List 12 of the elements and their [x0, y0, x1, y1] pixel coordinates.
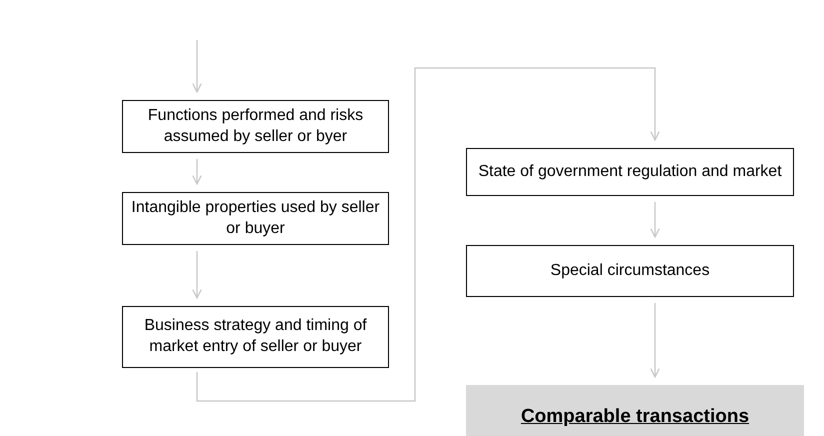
- process-box: Functions performed and risks assumed by seller or byer: [122, 100, 389, 153]
- arrow: [650, 303, 660, 378]
- arrow: [192, 40, 202, 93]
- result-box: Comparable transactions: [466, 385, 804, 436]
- arrow: [650, 202, 660, 238]
- process-box: Special circumstances: [466, 245, 794, 297]
- arrow: [192, 159, 202, 185]
- arrow: [196, 67, 660, 402]
- process-box: Intangible properties used by seller or buyer: [122, 192, 389, 245]
- arrow: [192, 251, 202, 299]
- process-box: Business strategy and timing of market entry of seller or buyer: [122, 306, 389, 368]
- process-box: State of government regulation and market: [466, 148, 794, 196]
